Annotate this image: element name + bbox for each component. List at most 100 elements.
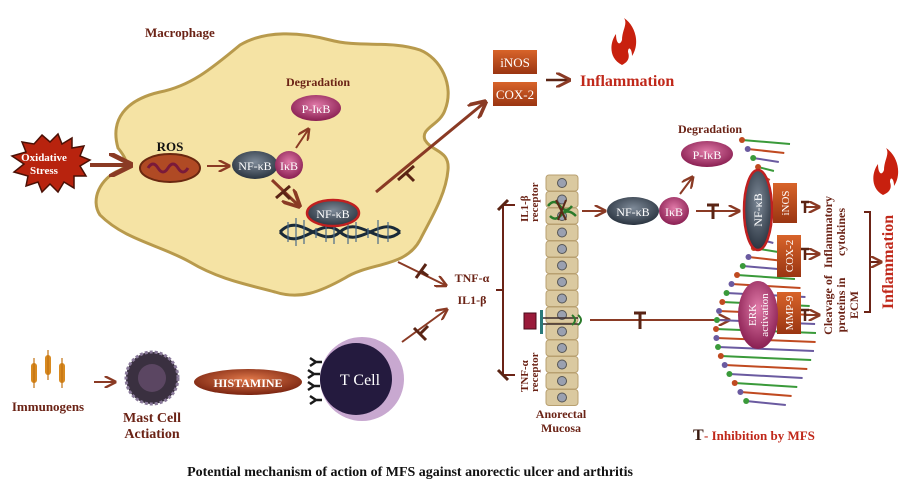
inhibition-icon xyxy=(496,198,510,382)
inhibition-icon xyxy=(412,324,430,342)
il1-receptor-label-2: receptor xyxy=(529,182,541,222)
inhibition-arrows-right xyxy=(801,200,818,321)
starburst-icon xyxy=(10,132,92,194)
dna-base xyxy=(721,362,728,368)
cell-nucleus xyxy=(557,260,567,271)
mitochondrion-icon xyxy=(139,153,201,183)
mast-cell-nucleus xyxy=(138,364,166,392)
erk-activation-oval xyxy=(738,281,778,349)
p-ikb-label: P-IκB xyxy=(302,102,331,116)
tnf-receptor-icon xyxy=(523,310,582,334)
cell-nucleus xyxy=(557,277,567,287)
flame-icon-right xyxy=(873,148,899,195)
dna-rung xyxy=(741,139,791,145)
dna-rung xyxy=(734,382,798,388)
nfkb-complex xyxy=(232,151,278,179)
ecm-label: ECM xyxy=(847,291,861,319)
inhibition-legend-icon: T xyxy=(693,427,704,444)
dna-helix xyxy=(278,218,402,246)
figure-caption: Potential mechanism of action of MFS aga… xyxy=(187,465,633,480)
ikb-label: IκB xyxy=(280,159,298,173)
oxidative-label: Oxidative xyxy=(21,152,67,164)
tcell-label: T Cell xyxy=(340,372,381,389)
inhibition-icon xyxy=(414,263,429,279)
inflammation-label-top: Inflammation xyxy=(580,73,674,90)
ikb-right-label: IκB xyxy=(665,205,683,219)
bracket-to-inflammation xyxy=(864,211,880,313)
cell-nucleus xyxy=(557,376,567,386)
flame-icon xyxy=(611,18,637,65)
cell-nucleus xyxy=(557,178,567,188)
cell-nucleus xyxy=(557,227,567,238)
cell-nucleus xyxy=(557,392,567,403)
inhibition-icon xyxy=(707,203,719,219)
arrow-macrophage-to-cytokines xyxy=(397,261,445,285)
tcell-icon xyxy=(320,343,392,415)
dna-base xyxy=(716,308,723,314)
dna-base xyxy=(713,335,720,341)
dna-rung xyxy=(720,355,812,361)
dna-base xyxy=(715,344,722,350)
ikb-complex-right xyxy=(659,197,689,225)
degradation-label: Degradation xyxy=(286,75,350,89)
dna-base xyxy=(743,398,750,404)
arrow-nucleus-to-inos xyxy=(375,103,484,194)
dna-base xyxy=(750,155,757,161)
ros-label: ROS xyxy=(157,139,184,154)
dna-base xyxy=(713,326,720,332)
cytokine-bracket xyxy=(496,204,515,376)
cell-nucleus xyxy=(557,359,567,370)
dna-rung xyxy=(717,346,815,352)
dna-base xyxy=(717,353,724,359)
inhibition-icon xyxy=(275,184,292,201)
inos-label: iNOS xyxy=(500,55,530,70)
cox2-right-label: COX-2 xyxy=(784,240,796,272)
inos-box xyxy=(493,50,537,74)
activation-label: activation xyxy=(759,293,771,337)
dna-base xyxy=(713,317,720,323)
p-ikb-right-label: P-IκB xyxy=(693,148,722,162)
mast-activation-label: Actiation xyxy=(124,427,179,442)
cox2-label: COX-2 xyxy=(496,87,534,102)
dna-rung xyxy=(736,274,796,280)
dna-base xyxy=(739,137,745,143)
nfkb-complex-right xyxy=(607,197,659,225)
ikb-complex xyxy=(275,151,303,179)
nfkb-label: NF-κB xyxy=(238,159,271,173)
dna-base xyxy=(731,380,738,386)
inhibition-icon xyxy=(634,311,646,329)
receptor-icons xyxy=(307,356,322,406)
dna-base xyxy=(719,299,726,305)
inos-box-right xyxy=(773,183,797,223)
cell-nucleus xyxy=(557,343,567,353)
nuclear-nfkb-label: NF-κB xyxy=(316,207,349,221)
stress-label: Stress xyxy=(30,165,59,177)
tnf-receptor-label-2: receptor xyxy=(529,352,541,392)
nfkb-vertical-label: NF-κB xyxy=(751,193,765,226)
dna-rung xyxy=(746,400,786,406)
inflammatory-label: Inflammatory xyxy=(821,196,835,268)
degradation-right-label: Degradation xyxy=(678,122,742,136)
nuclear-nfkb xyxy=(305,198,361,228)
il1-beta-label: IL1-β xyxy=(458,293,487,307)
macrophage-label: Macrophage xyxy=(145,25,215,40)
anorectal-mucosa-column xyxy=(545,174,579,406)
dna-base xyxy=(744,146,751,152)
inhibition-legend-text: - Inhibition by MFS xyxy=(704,428,815,443)
arrow-ikb-degradation-right xyxy=(679,178,692,195)
inhibition-icon xyxy=(397,164,416,183)
arrow-ikb-degradation xyxy=(295,130,308,149)
arrow-tcell-to-cytokines xyxy=(401,310,446,343)
cox2-box xyxy=(493,82,537,106)
histamine-label: HISTAMINE xyxy=(213,376,282,390)
oxidative-stress: Oxidative Stress xyxy=(10,132,92,194)
cell-nucleus xyxy=(557,293,567,304)
dna-base xyxy=(745,254,752,260)
dna-rung xyxy=(729,373,803,379)
p-ikb-right-oval xyxy=(681,141,733,167)
anorectal-label: Anorectal xyxy=(536,407,587,421)
inos-right-label: iNOS xyxy=(780,190,792,215)
cell-nucleus xyxy=(557,326,567,337)
tnf-receptor-label: TNF-α xyxy=(519,359,531,392)
